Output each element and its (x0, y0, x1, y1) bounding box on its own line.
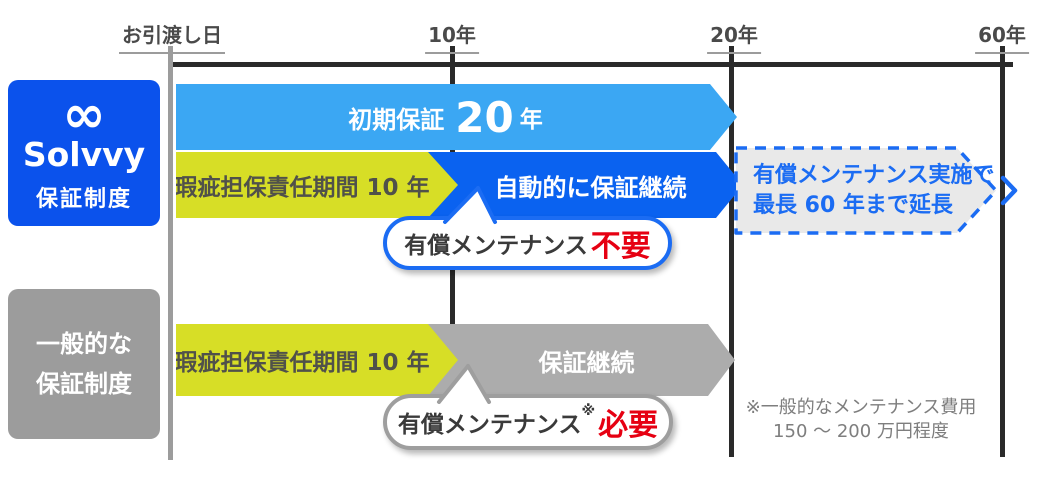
extension-note-line1: 有償メンテナンス実施で (753, 163, 995, 188)
infinity-icon: ∞ (62, 85, 106, 146)
solvvy-defect-period-label: 瑕疵担保責任期間 10 年 (174, 175, 430, 201)
maintenance-required-highlight: 必要 (598, 408, 659, 443)
timeline-tick-60years (1000, 46, 1005, 457)
maintenance-free-text: 有償メンテナンス (404, 233, 588, 259)
timeline-label-handover: お引渡し日 (119, 19, 225, 54)
maintenance-required-note-mark: ※ (581, 403, 596, 419)
footnote-line2: 150 〜 200 万円程度 (773, 421, 949, 442)
extension-dashed-arrow (734, 146, 1018, 235)
timeline-tick-handover (168, 46, 173, 460)
maintenance-free-bubble: 有償メンテナンス 不要 (383, 216, 672, 270)
maintenance-cost-footnote: ※一般的なメンテナンス費用 150 〜 200 万円程度 (735, 396, 987, 444)
solvvy-subtitle: 保証制度 (35, 186, 132, 212)
general-defect-period-bar: 瑕疵担保責任期間 10 年 (176, 324, 458, 396)
solvvy-brand-name: Solvvy (22, 135, 146, 175)
general-title-line2: 保証制度 (36, 370, 132, 398)
general-continuation-label: 保証継続 (538, 348, 635, 377)
extension-continue-chevron-icon (1000, 175, 1018, 206)
solvvy-defect-period-bar: 瑕疵担保責任期間 10 年 (176, 152, 458, 218)
extension-arrow-outline (734, 146, 998, 235)
maintenance-required-bubble-tail (437, 364, 491, 404)
general-title-line1: 一般的な (36, 330, 132, 358)
solvvy-legend-box: ∞ Solvvy 保証制度 (8, 80, 160, 226)
timeline-label-10years: 10年 (425, 19, 479, 54)
timeline-label-60years: 60年 (975, 19, 1029, 54)
timeline-tick-20years (729, 46, 734, 457)
maintenance-required-bubble: 有償メンテナンス ※ 必要 (383, 394, 673, 450)
timeline-label-20years: 20年 (707, 19, 761, 54)
maintenance-required-text: 有償メンテナンス (397, 412, 582, 438)
footnote-line1: ※一般的なメンテナンス費用 (745, 397, 977, 418)
initial-warranty-value: 20 (455, 92, 514, 142)
initial-warranty-label: 初期保証 (348, 105, 445, 134)
initial-warranty-bar: 初期保証 20 年 (176, 84, 737, 150)
timeline-axis (168, 62, 1013, 67)
auto-continuation-label: 自動的に保証継続 (494, 173, 687, 202)
general-legend-box: 一般的な 保証制度 (8, 289, 160, 439)
maintenance-free-highlight: 不要 (590, 229, 651, 264)
general-defect-period-label: 瑕疵担保責任期間 10 年 (174, 350, 430, 376)
extension-note: 有償メンテナンス実施で 最長 60 年まで延長 (753, 161, 995, 221)
extension-note-line2: 最長 60 年まで延長 (753, 193, 953, 218)
maintenance-free-bubble-tail (443, 186, 497, 224)
general-continuation-bar: 保証継続 (415, 324, 735, 396)
initial-warranty-unit: 年 (519, 107, 543, 133)
